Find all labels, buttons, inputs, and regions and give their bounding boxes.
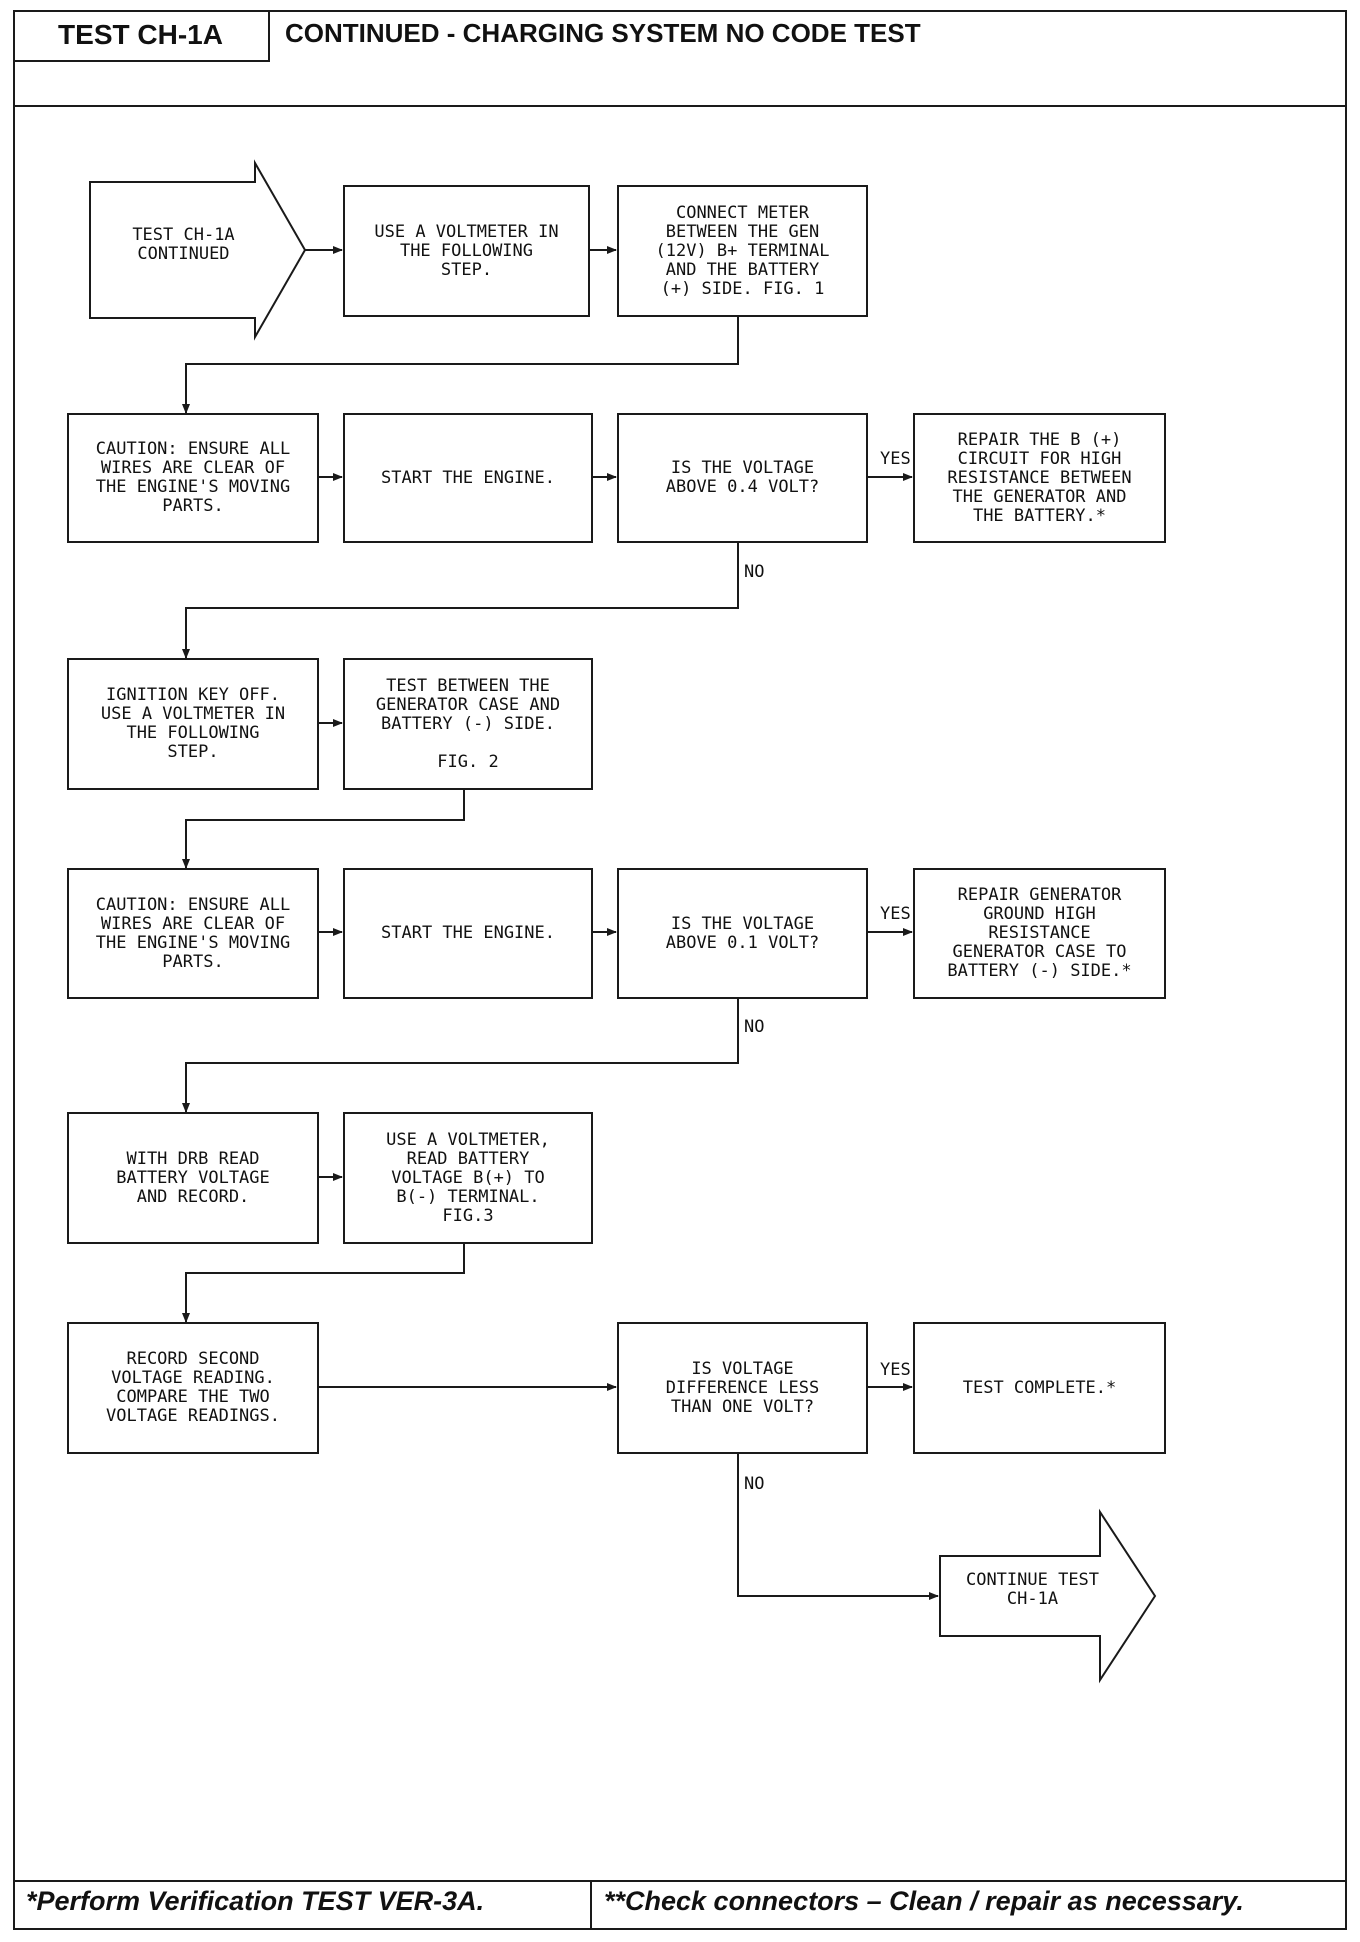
yes-label-3: YES (880, 1360, 911, 1380)
footer-divider (13, 1880, 1347, 1882)
no-label-2: NO (744, 1017, 765, 1037)
record-second-step: RECORD SECOND VOLTAGE READING. COMPARE T… (67, 1322, 319, 1454)
drb-read-step: WITH DRB READ BATTERY VOLTAGE AND RECORD… (67, 1112, 319, 1244)
yes-label-2: YES (880, 904, 911, 924)
footnote-verification: *Perform Verification TEST VER-3A. (26, 1886, 485, 1916)
caution-step-1: CAUTION: ENSURE ALL WIRES ARE CLEAR OF T… (67, 413, 319, 543)
continue-test-step: CONTINUE TEST CH-1A (965, 1570, 1100, 1609)
start-arrow-shape (89, 159, 307, 341)
start-engine-step-2: START THE ENGINE. (343, 868, 593, 999)
yes-label-1: YES (880, 449, 911, 469)
continue-arrow-shape (939, 1508, 1157, 1684)
voltage-decision-1: IS THE VOLTAGE ABOVE 0.4 VOLT? (617, 413, 868, 543)
repair-ground-step: REPAIR GENERATOR GROUND HIGH RESISTANCE … (913, 868, 1166, 999)
no-label-1: NO (744, 562, 765, 582)
test-title: CONTINUED - CHARGING SYSTEM NO CODE TEST (285, 18, 921, 48)
repair-b-plus-step: REPAIR THE B (+) CIRCUIT FOR HIGH RESIST… (913, 413, 1166, 543)
footer-column-divider (590, 1880, 592, 1930)
header-divider (13, 105, 1347, 107)
footnote-connectors: **Check connectors – Clean / repair as n… (604, 1886, 1244, 1916)
ignition-off-step: IGNITION KEY OFF. USE A VOLTMETER IN THE… (67, 658, 319, 790)
flowchart-connectors (89, 159, 1157, 1684)
voltage-decision-2: IS THE VOLTAGE ABOVE 0.1 VOLT? (617, 868, 868, 999)
voltmeter-read-step: USE A VOLTMETER, READ BATTERY VOLTAGE B(… (343, 1112, 593, 1244)
difference-decision: IS VOLTAGE DIFFERENCE LESS THAN ONE VOLT… (617, 1322, 868, 1454)
connect-meter-step: CONNECT METER BETWEEN THE GEN (12V) B+ T… (617, 185, 868, 317)
test-complete-step: TEST COMPLETE.* (913, 1322, 1166, 1454)
caution-step-2: CAUTION: ENSURE ALL WIRES ARE CLEAR OF T… (67, 868, 319, 999)
test-id: TEST CH-1A (13, 10, 270, 62)
test-case-step: TEST BETWEEN THE GENERATOR CASE AND BATT… (343, 658, 593, 790)
page-frame (13, 10, 1347, 1930)
use-voltmeter-step: USE A VOLTMETER IN THE FOLLOWING STEP. (343, 185, 590, 317)
start-step: TEST CH-1A CONTINUED (132, 225, 235, 264)
no-label-3: NO (744, 1474, 765, 1494)
start-engine-step-1: START THE ENGINE. (343, 413, 593, 543)
